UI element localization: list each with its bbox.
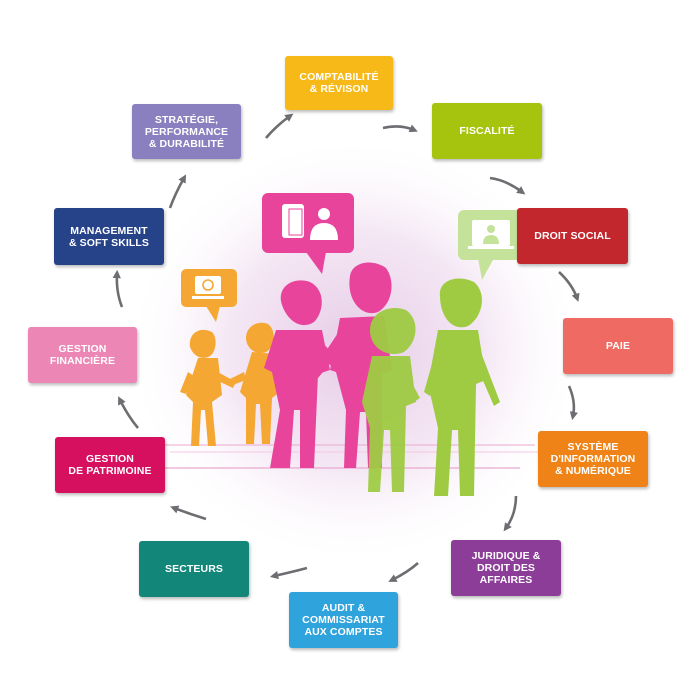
box-label: Juridique & droit des affaires — [471, 550, 541, 586]
arrow-systeme-to-juridique — [503, 495, 518, 532]
green-figure-left — [362, 308, 420, 492]
arrow-strategie-to-comptabilite — [265, 113, 294, 139]
box-label: Comptabilité & révison — [299, 71, 379, 95]
box-comptabilite[interactable]: Comptabilité & révison — [285, 56, 393, 110]
box-label: Droit social — [534, 230, 611, 242]
speech-bubble-pink — [262, 193, 354, 274]
arrow-patrimoine-to-financiere — [118, 396, 139, 429]
speech-bubble-green — [458, 210, 524, 280]
box-management[interactable]: Management & soft skills — [54, 208, 164, 265]
box-label: Management & soft skills — [68, 224, 150, 249]
pink-figure-left — [264, 280, 346, 468]
box-systeme-information[interactable]: Système d'information & numérique — [538, 431, 648, 487]
arrow-droit-social-to-paie — [558, 271, 580, 302]
box-secteurs[interactable]: Secteurs — [139, 541, 249, 597]
arrow-paie-to-systeme — [567, 385, 578, 421]
box-fiscalite[interactable]: Fiscalité — [432, 103, 542, 159]
box-gestion-financiere[interactable]: Gestion financière — [28, 327, 137, 383]
box-label: Gestion financière — [49, 343, 116, 367]
arrow-comptabilite-to-fiscalite — [382, 124, 418, 133]
cycle-arrows — [112, 113, 580, 582]
arrow-juridique-to-audit — [388, 562, 419, 582]
box-paie[interactable]: Paie — [563, 318, 673, 374]
box-label: Paie — [605, 340, 631, 352]
arrow-secteurs-to-patrimoine — [170, 505, 207, 521]
box-label: Secteurs — [165, 563, 223, 575]
box-gestion-patrimoine[interactable]: Gestion de patrimoine — [55, 437, 165, 493]
box-strategie[interactable]: Stratégie, performance & durabilité — [132, 104, 241, 159]
green-figure-right — [424, 278, 500, 496]
box-juridique[interactable]: Juridique & droit des affaires — [451, 540, 561, 596]
arrow-management-to-strategie — [168, 174, 187, 209]
arrow-fiscalite-to-droit-social — [489, 176, 526, 195]
box-label: Fiscalité — [459, 125, 515, 137]
box-droit-social[interactable]: Droit social — [517, 208, 628, 264]
box-label: Stratégie, performance & durabilité — [144, 113, 229, 150]
box-label: Audit & commissariat aux comptes — [302, 602, 385, 638]
box-label: Système d'information & numérique — [550, 441, 636, 477]
arrow-financiere-to-management — [112, 269, 124, 308]
arrow-audit-to-secteurs — [269, 566, 308, 580]
speech-bubble-orange — [181, 269, 237, 322]
box-audit[interactable]: Audit & commissariat aux comptes — [289, 592, 398, 648]
orange-figure-left — [180, 329, 236, 446]
box-label: Gestion de patrimoine — [68, 453, 152, 477]
